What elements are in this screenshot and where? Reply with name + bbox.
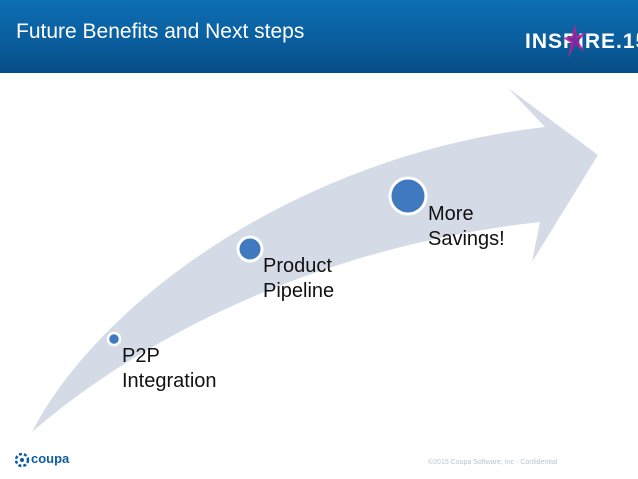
step-label-p2p-integration: P2P Integration bbox=[122, 345, 217, 392]
step-dot-2 bbox=[236, 235, 264, 263]
step-label-more-savings: More Savings! bbox=[428, 203, 505, 250]
step-label-product-pipeline: Product Pipeline bbox=[263, 255, 335, 302]
arrow-shape bbox=[32, 88, 598, 432]
coupa-logo-text: coupa bbox=[31, 451, 70, 466]
coupa-logo: coupa bbox=[14, 451, 94, 469]
coupa-swirl-icon bbox=[14, 452, 30, 468]
step-dot-1 bbox=[106, 331, 122, 347]
footer-confidential: ©2015 Coupa Software, Inc - Confidential bbox=[428, 459, 558, 466]
title-bar: Future Benefits and Next steps INSPIRE.1… bbox=[0, 0, 638, 73]
step-dot-3 bbox=[388, 176, 428, 216]
slide-title: Future Benefits and Next steps bbox=[16, 20, 305, 43]
event-logo: INSPIRE.15 bbox=[525, 24, 638, 60]
event-logo-text: INSPIRE.15 bbox=[525, 30, 638, 53]
burst-icon bbox=[563, 24, 587, 58]
